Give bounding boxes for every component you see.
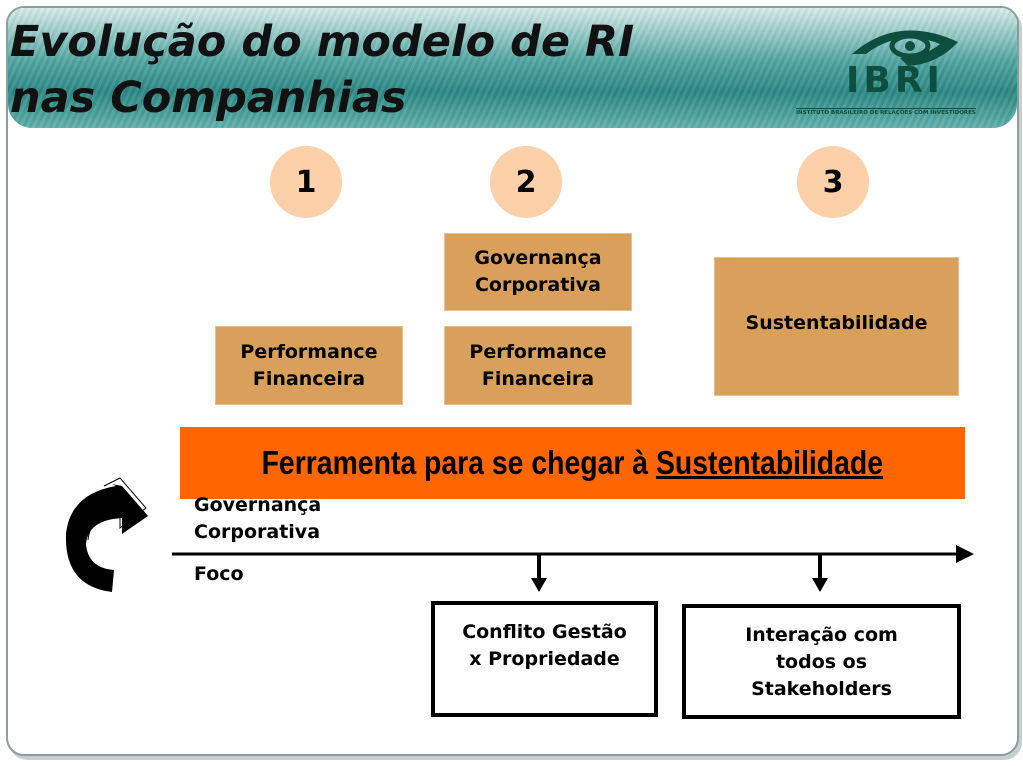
stage-3-sustainability-label: Sustentabilidade: [745, 312, 928, 334]
title-line-1: Evolução do modelo de RI: [10, 17, 635, 67]
header-band: [8, 8, 1017, 128]
conflict-box: Conflito Gestão x Propriedade: [431, 601, 658, 717]
down-arrow-icon: [812, 554, 828, 592]
axis-top-label-line-2: Corporativa: [194, 521, 321, 543]
title-line-2: nas Companhias: [10, 73, 407, 123]
diagram-arrows: [65, 477, 974, 592]
stage-1-performance-line-2: Financeira: [252, 367, 366, 390]
axis-top-label: Governança Corporativa: [194, 492, 321, 546]
stage-3-number: 3: [822, 164, 844, 200]
down-arrow-icon: [531, 554, 547, 592]
interaction-box: Interação com todos os Stakeholders: [682, 604, 961, 719]
sustainability-banner: Ferramenta para se chegar à Sustentabili…: [180, 427, 965, 499]
conflict-line-1: Conflito Gestão: [462, 621, 627, 643]
stage-2-performance-line-1: Performance: [469, 340, 607, 363]
page-title: Evolução do modelo de RI nas Companhias: [10, 14, 634, 126]
interaction-line-1: Interação com: [745, 624, 898, 646]
axis-top-label-line-1: Governança: [194, 494, 322, 516]
banner-emphasis: Sustentabilidade: [656, 444, 884, 481]
curved-arrow-icon: [65, 477, 148, 592]
interaction-line-3: Stakeholders: [751, 678, 892, 700]
eye-logo-icon: [852, 30, 958, 66]
slide-frame: Evolução do modelo de RI nas Companhias …: [6, 6, 1019, 756]
stage-2-performance-line-2: Financeira: [481, 367, 595, 390]
stage-2-governance-line-1: Governança: [474, 247, 602, 269]
timeline-arrow-icon: [172, 545, 974, 563]
banner-text: Ferramenta para se chegar à Sustentabili…: [262, 444, 883, 482]
banner-prefix: Ferramenta para se chegar à: [261, 444, 657, 481]
stage-2-number: 2: [515, 164, 537, 200]
stage-3-sustainability-box: Sustentabilidade: [714, 257, 959, 396]
stage-1-performance-box: Performance Financeira: [215, 326, 403, 405]
stage-2-circle: 2: [490, 146, 562, 218]
stage-2-governance-line-2: Corporativa: [474, 274, 601, 296]
stage-2-performance-box: Performance Financeira: [444, 326, 632, 405]
stage-1-performance-line-1: Performance: [240, 340, 378, 363]
interaction-line-2: todos os: [775, 651, 868, 673]
stage-1-circle: 1: [270, 146, 342, 218]
logo-name: IBRI: [846, 60, 944, 101]
conflict-line-2: x Propriedade: [469, 648, 620, 670]
logo-subtitle: INSTITUTO BRASILEIRO DE RELAÇÕES COM INV…: [796, 108, 976, 116]
stage-1-number: 1: [295, 164, 317, 200]
stage-2-governance-box: Governança Corporativa: [444, 233, 632, 311]
ibri-logo: IBRI INSTITUTO BRASILEIRO DE RELAÇÕES CO…: [788, 20, 988, 120]
stage-3-circle: 3: [797, 146, 869, 218]
axis-bottom-label: Foco: [194, 563, 244, 585]
